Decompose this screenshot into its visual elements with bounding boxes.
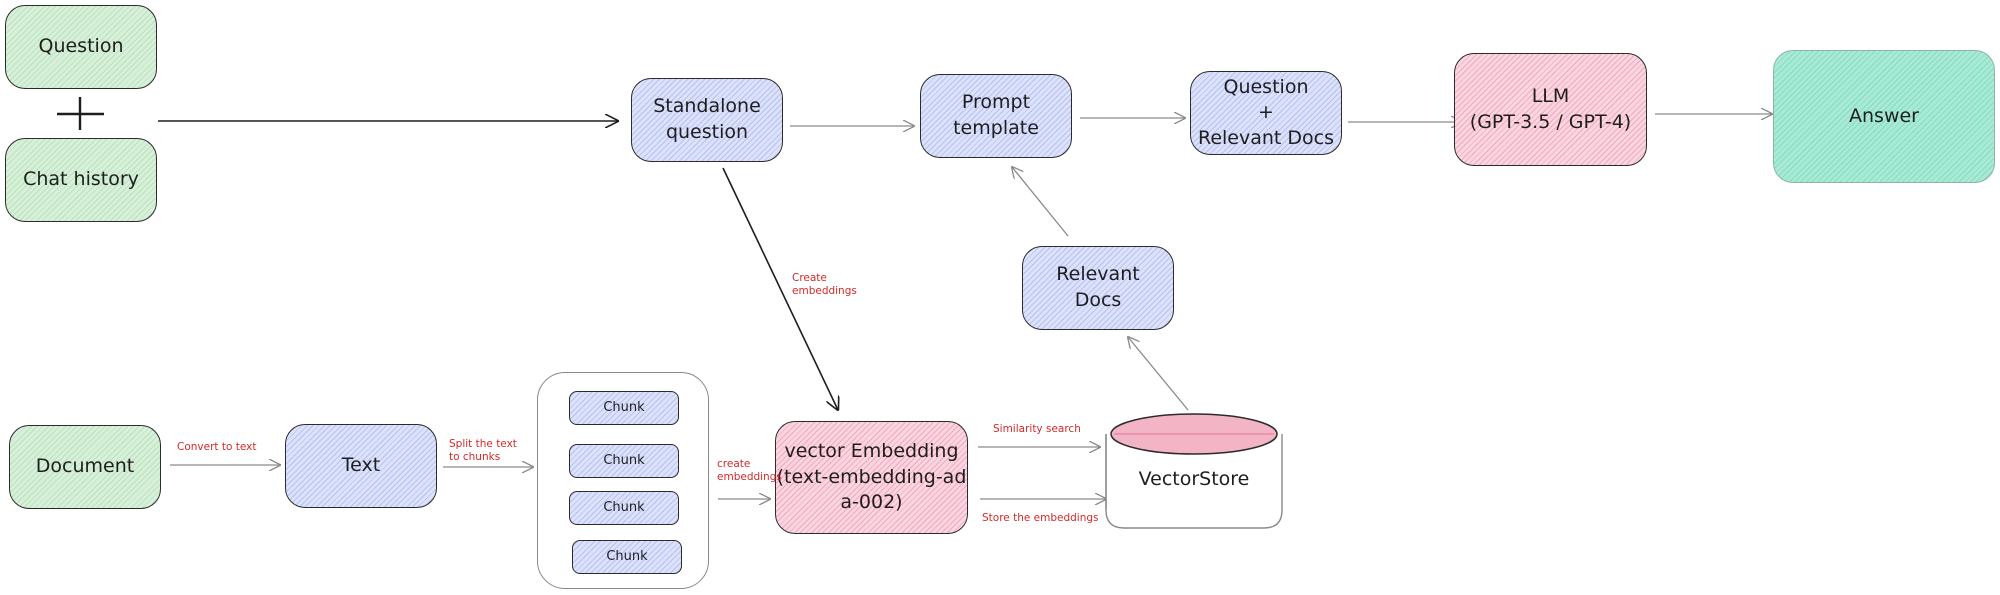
label-convert-to-text: Convert to text [177, 441, 257, 453]
label-split-text: Split the text to chunks [449, 438, 517, 464]
document-node: Document [9, 425, 161, 509]
chat-history-node: Chat history [5, 138, 157, 222]
label-create-embeddings-chunks: create embeddings [717, 458, 782, 484]
chunk-item-2: Chunk [569, 444, 679, 478]
plus-icon [57, 97, 104, 130]
vectorstore-label: VectorStore [1138, 468, 1250, 490]
edge-relevant-docs-to-prompt [1012, 167, 1069, 237]
vector-embedding-node: vector Embedding (text-embedding-ad a-00… [775, 421, 968, 534]
answer-node: Answer [1773, 50, 1995, 183]
prompt-template-node: Prompt template [920, 74, 1072, 158]
edge-vectorstore-to-relevant-docs [1128, 337, 1189, 411]
llm-node: LLM (GPT-3.5 / GPT-4) [1454, 53, 1647, 166]
chunk-item-3: Chunk [569, 491, 679, 525]
edge-standalone-to-embedding [722, 167, 838, 410]
label-store-embeddings: Store the embeddings [982, 512, 1099, 524]
label-similarity-search: Similarity search [993, 423, 1081, 435]
standalone-question-node: Standalone question [631, 78, 783, 162]
relevant-docs-node: Relevant Docs [1022, 246, 1174, 330]
chunk-item-4: Chunk [572, 540, 682, 574]
question-relevant-docs-node: Question + Relevant Docs [1190, 71, 1342, 155]
chunk-item-1: Chunk [569, 391, 679, 425]
text-node: Text [285, 424, 437, 508]
label-create-embeddings-top: Create embeddings [792, 272, 857, 298]
question-node: Question [5, 5, 157, 89]
vectorstore-cylinder [1105, 413, 1283, 529]
